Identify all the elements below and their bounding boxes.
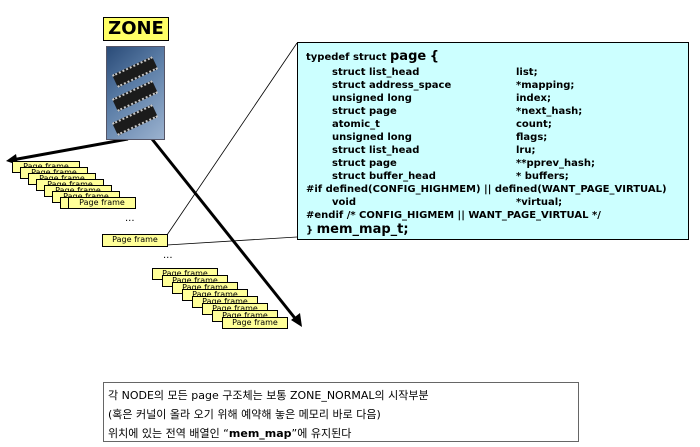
callout-line-top [166, 42, 298, 236]
field-type: struct list_head [332, 67, 420, 78]
mem-map-term: mem_map [228, 427, 292, 440]
field-type: struct page [332, 158, 397, 169]
code-footer: } mem_map_t; [306, 222, 409, 237]
if-directive: #if defined(CONFIG_HIGHMEM) || defined(W… [306, 184, 667, 195]
field-type: struct page [332, 106, 397, 117]
field-name: count; [516, 119, 552, 130]
field-name: *mapping; [516, 80, 575, 91]
field-name: list; [516, 67, 538, 78]
page-frame: Page frame [222, 317, 288, 329]
ellipsis: ... [163, 250, 173, 261]
zone-label: ZONE [103, 17, 169, 41]
field-name: flags; [516, 132, 548, 143]
struct-page-code: typedef struct page { struct list_head l… [297, 42, 689, 240]
ellipsis: ... [125, 213, 135, 224]
arrowhead-right [291, 313, 302, 327]
field-name: lru; [516, 145, 536, 156]
field-name: *next_hash; [516, 106, 583, 117]
endif-directive: #endif /* CONFIG_HIGMEM || WANT_PAGE_VIR… [306, 210, 601, 221]
field-type: unsigned long [332, 132, 412, 143]
field-type: struct buffer_head [332, 171, 436, 182]
memory-chip-image [106, 46, 165, 140]
explanation-note: 각 NODE의 모든 page 구조체는 보통 ZONE_NORMAL의 시작부… [103, 382, 579, 442]
field-name: *virtual; [516, 197, 563, 208]
field-name: index; [516, 93, 551, 104]
field-name: * buffers; [516, 171, 569, 182]
note-line-2: (혹은 커널이 올라 오기 위해 예약해 놓은 메모리 바로 다음) [108, 408, 381, 421]
note-line-3: 위치에 있는 전역 배열인 “mem_map”에 유지된다 [108, 427, 352, 440]
callout-line-bottom [166, 236, 298, 246]
field-type: struct address_space [332, 80, 452, 91]
page-frame: Page frame [68, 197, 136, 209]
note-line-1: 각 NODE의 모든 page 구조체는 보통 ZONE_NORMAL의 시작부… [108, 389, 429, 402]
code-header: typedef struct page { [306, 49, 439, 64]
field-type: unsigned long [332, 93, 412, 104]
arrow-line-left [11, 137, 129, 162]
field-type: struct list_head [332, 145, 420, 156]
field-type: void [332, 197, 356, 208]
page-frame-highlight: Page frame [102, 234, 168, 247]
arrow-line-right [150, 138, 300, 323]
field-type: atomic_t [332, 119, 380, 130]
field-name: **pprev_hash; [516, 158, 595, 169]
